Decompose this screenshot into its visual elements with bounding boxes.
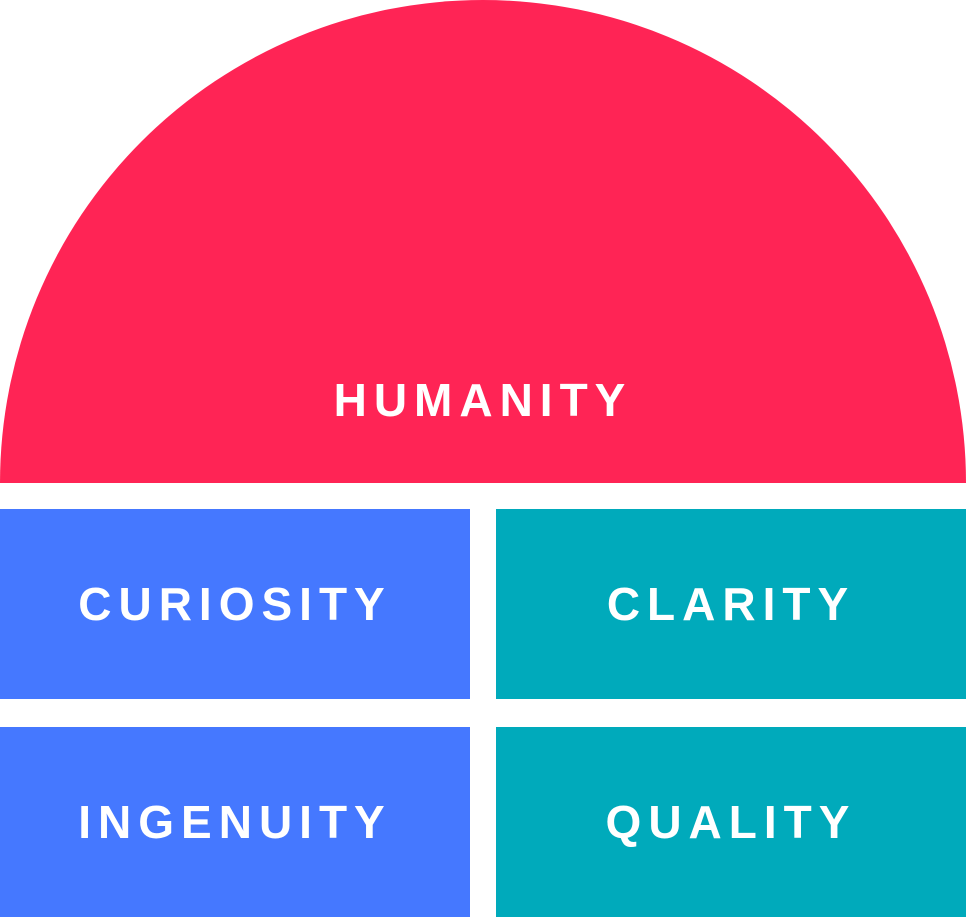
clarity-label: CLARITY (606, 578, 856, 630)
quality-label: QUALITY (605, 796, 857, 848)
quality-box: QUALITY (496, 727, 966, 917)
curiosity-box: CURIOSITY (0, 509, 470, 699)
clarity-box: CLARITY (496, 509, 966, 699)
humanity-dome: HUMANITY (0, 0, 966, 483)
humanity-label: HUMANITY (333, 374, 633, 426)
ingenuity-box: INGENUITY (0, 727, 470, 917)
curiosity-label: CURIOSITY (78, 578, 392, 630)
ingenuity-label: INGENUITY (78, 796, 392, 848)
